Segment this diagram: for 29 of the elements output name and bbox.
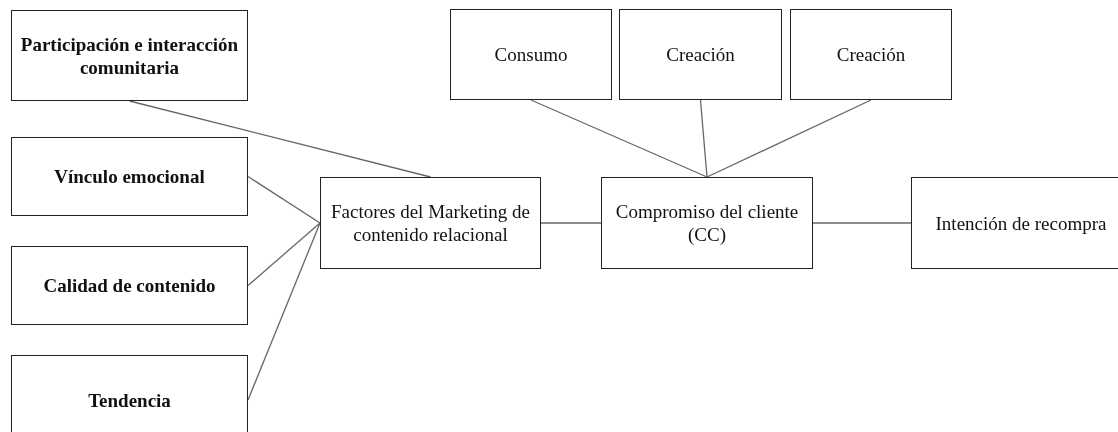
text-box xyxy=(601,177,813,269)
connector-line xyxy=(706,99,872,178)
text-box xyxy=(790,9,952,100)
box-label: Calidad de contenido xyxy=(42,274,217,297)
text-box xyxy=(11,246,248,325)
text-box xyxy=(450,9,612,100)
connector-line xyxy=(247,175,321,224)
box-label: Consumo xyxy=(493,43,569,66)
box-label: Creación xyxy=(665,43,736,66)
box-label: Vínculo emocional xyxy=(53,165,206,188)
text-box xyxy=(11,137,248,216)
text-box xyxy=(619,9,782,100)
text-box xyxy=(911,177,1118,269)
box-label: Tendencia xyxy=(87,388,172,412)
connector-line xyxy=(812,222,912,224)
box-label: Compromiso del cliente (CC) xyxy=(614,200,800,246)
text-box xyxy=(11,10,248,101)
text-box xyxy=(11,355,248,432)
connector-line xyxy=(540,222,602,224)
box-label: Factores del Marketing de contenido relacional xyxy=(330,200,531,246)
box-label: Creación xyxy=(835,43,907,66)
connector-line xyxy=(247,222,321,401)
connector-line xyxy=(530,99,708,178)
connector-line xyxy=(128,100,432,178)
box-label: Participación e interacción comunitaria xyxy=(19,32,240,79)
text-box xyxy=(320,177,541,269)
box-label: Intención de recompra xyxy=(934,211,1108,235)
connector-line xyxy=(247,222,321,287)
connector-line xyxy=(699,99,708,178)
